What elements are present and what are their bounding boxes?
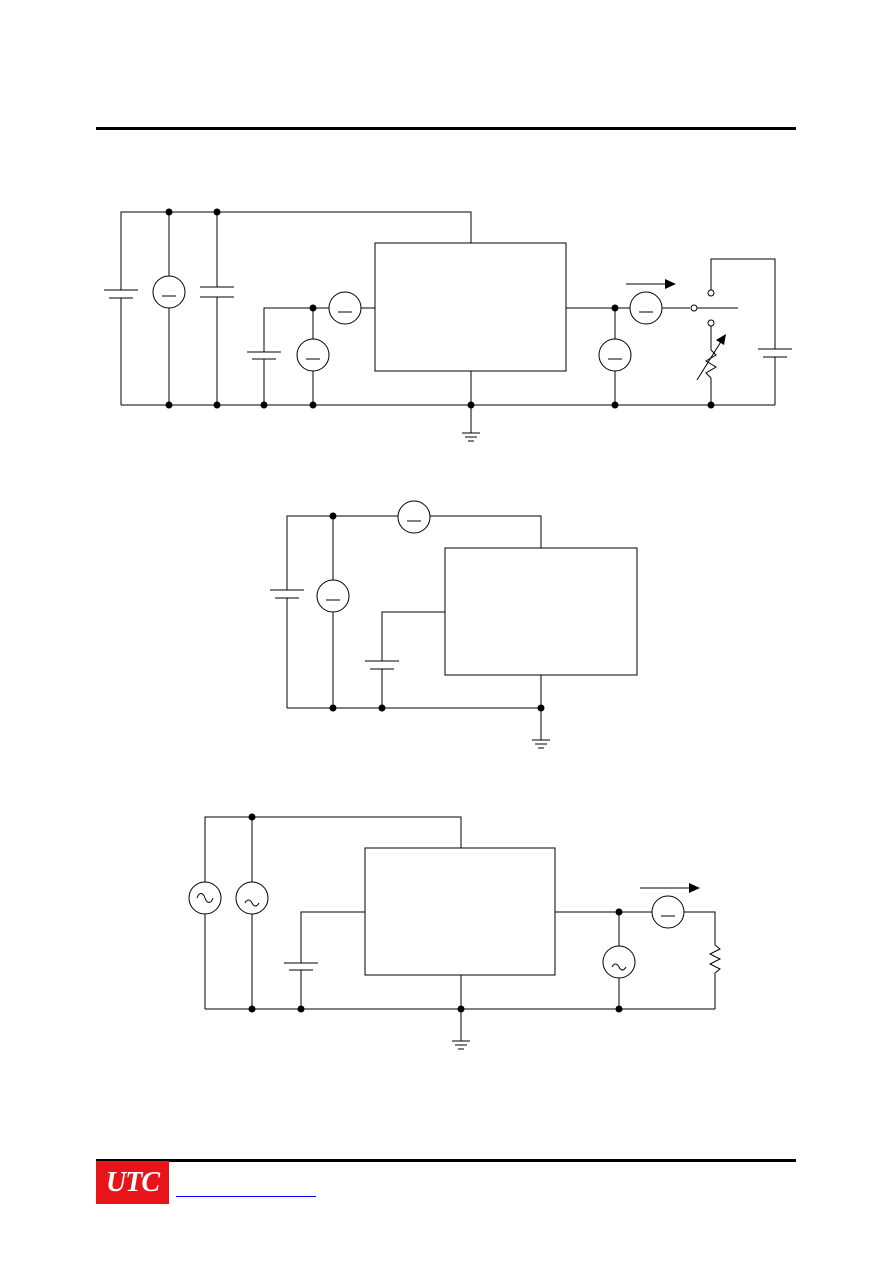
battery-symbol — [365, 660, 399, 670]
test-circuit-2 — [270, 500, 638, 749]
battery-symbol — [284, 962, 318, 971]
resistor-symbol — [708, 944, 722, 974]
ac-meter-icon — [602, 945, 636, 979]
header-rule — [96, 127, 796, 130]
battery-symbol — [104, 289, 138, 299]
battery-symbol — [758, 348, 792, 358]
supply-wire-top — [120, 211, 472, 290]
battery-symbol — [247, 351, 281, 360]
capacitor-symbol — [200, 286, 234, 298]
meter-icon — [316, 579, 350, 613]
junction-dots — [329, 512, 545, 712]
meter-icon — [397, 500, 431, 534]
test-circuit-3 — [188, 813, 722, 1050]
current-arrow-icon — [626, 279, 676, 289]
ground-icon — [452, 1009, 470, 1050]
meter-icon — [296, 338, 330, 372]
device-under-test — [364, 847, 556, 976]
battery-symbol — [270, 589, 304, 599]
website-link[interactable] — [176, 1195, 316, 1197]
switch-symbol — [690, 289, 738, 327]
meter-icon — [152, 275, 186, 309]
meter-icon — [651, 895, 685, 929]
ground-icon — [532, 708, 550, 749]
meter-icon — [328, 291, 362, 325]
logo-text: UTC — [106, 1166, 160, 1198]
test-circuit-1 — [104, 208, 792, 442]
utc-logo: UTC — [96, 1161, 169, 1204]
variable-resistor-symbol — [696, 334, 726, 381]
device-under-test — [374, 242, 567, 372]
ac-source-icon — [188, 881, 222, 915]
ac-meter-icon — [235, 881, 269, 915]
footer-rule — [96, 1159, 796, 1162]
ground-icon — [462, 405, 480, 442]
meter-icon — [629, 291, 663, 325]
junction-dots — [248, 813, 623, 1013]
meter-icon — [598, 338, 632, 372]
device-under-test — [444, 547, 638, 676]
current-arrow-icon — [640, 883, 700, 893]
junction-dots — [165, 208, 715, 409]
